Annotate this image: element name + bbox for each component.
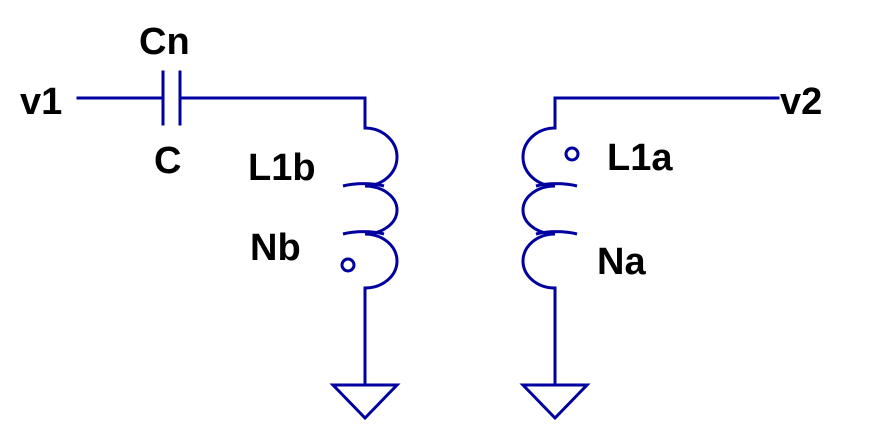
capacitor-value-label: C (154, 140, 181, 182)
net-label-v2: v2 (780, 81, 822, 123)
inductor-l1a-winding (521, 126, 556, 290)
inductor-l1b (340, 126, 399, 290)
right-circuit (519, 96, 780, 421)
phase-dot-l1a (564, 146, 580, 162)
inductor-l1a-value-label: Na (597, 241, 646, 283)
left-circuit (76, 70, 401, 421)
wire-v2-to-inductor (553, 96, 780, 130)
inductor-l1b-name-label: L1b (248, 147, 316, 189)
inductor-l1b-value-label: Nb (250, 227, 301, 269)
ground-symbol-right (519, 383, 591, 421)
capacitor-name-label: Cn (139, 21, 190, 63)
inductor-l1b-loop-upper (342, 182, 385, 188)
net-label-v1: v1 (20, 81, 62, 123)
inductor-l1b-winding (364, 126, 399, 290)
inductor-l1a (521, 126, 580, 290)
inductor-l1a-name-label: L1a (607, 137, 673, 179)
wire-cap-to-inductor (178, 96, 367, 130)
inductor-l1a-loop-upper (535, 182, 578, 188)
inductor-l1a-loop-lower (535, 230, 578, 236)
inductor-l1b-loop-lower (342, 230, 385, 236)
ground-symbol-left (329, 383, 401, 421)
phase-dot-l1b (340, 257, 356, 273)
